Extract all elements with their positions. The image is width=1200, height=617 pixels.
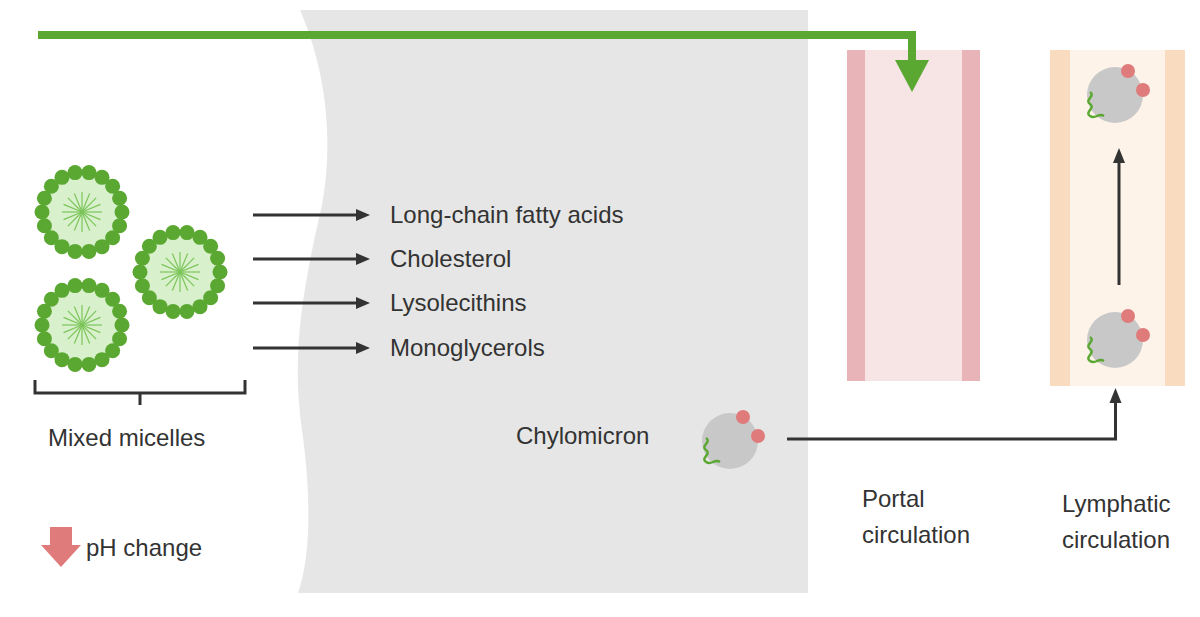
green-bypass-arrow (38, 35, 929, 92)
enterocyte-region (298, 10, 808, 593)
absorption-arrows (253, 209, 370, 354)
group-label: Mixed micelles (48, 424, 205, 452)
lymph-vessel-wall (1050, 50, 1185, 386)
flow-arrow (787, 388, 1122, 439)
vessel-label: Lymphatic circulation (1062, 486, 1198, 558)
lymph-flow-arrow (1113, 148, 1125, 285)
vessel-label: Portal circulation (862, 481, 998, 553)
chylomicron-in-lymph-top (1087, 64, 1150, 123)
molecule-label: Cholesterol (390, 245, 511, 273)
portal-vessel-lumen (865, 50, 962, 381)
bracket (35, 380, 245, 405)
micelles (35, 165, 228, 372)
molecule-label: Long-chain fatty acids (390, 201, 623, 229)
portal-vessel-wall (847, 50, 980, 381)
vessel: Portal circulation (847, 50, 980, 381)
ph-arrow (41, 527, 81, 567)
lymph-vessel-lumen (1070, 50, 1165, 386)
chylomicron-label: Chylomicron (516, 419, 649, 453)
molecule-label: Lysolecithins (390, 289, 527, 317)
chylomicron-in-lymph-bottom (1087, 309, 1150, 368)
molecule-label: Monoglycerols (390, 334, 545, 362)
note-label: pH change (86, 534, 202, 562)
chylomicron-node: Chylomicron (510, 405, 775, 469)
chylomicron-icon (700, 405, 770, 469)
vessel: Lymphatic circulation (1050, 50, 1185, 386)
